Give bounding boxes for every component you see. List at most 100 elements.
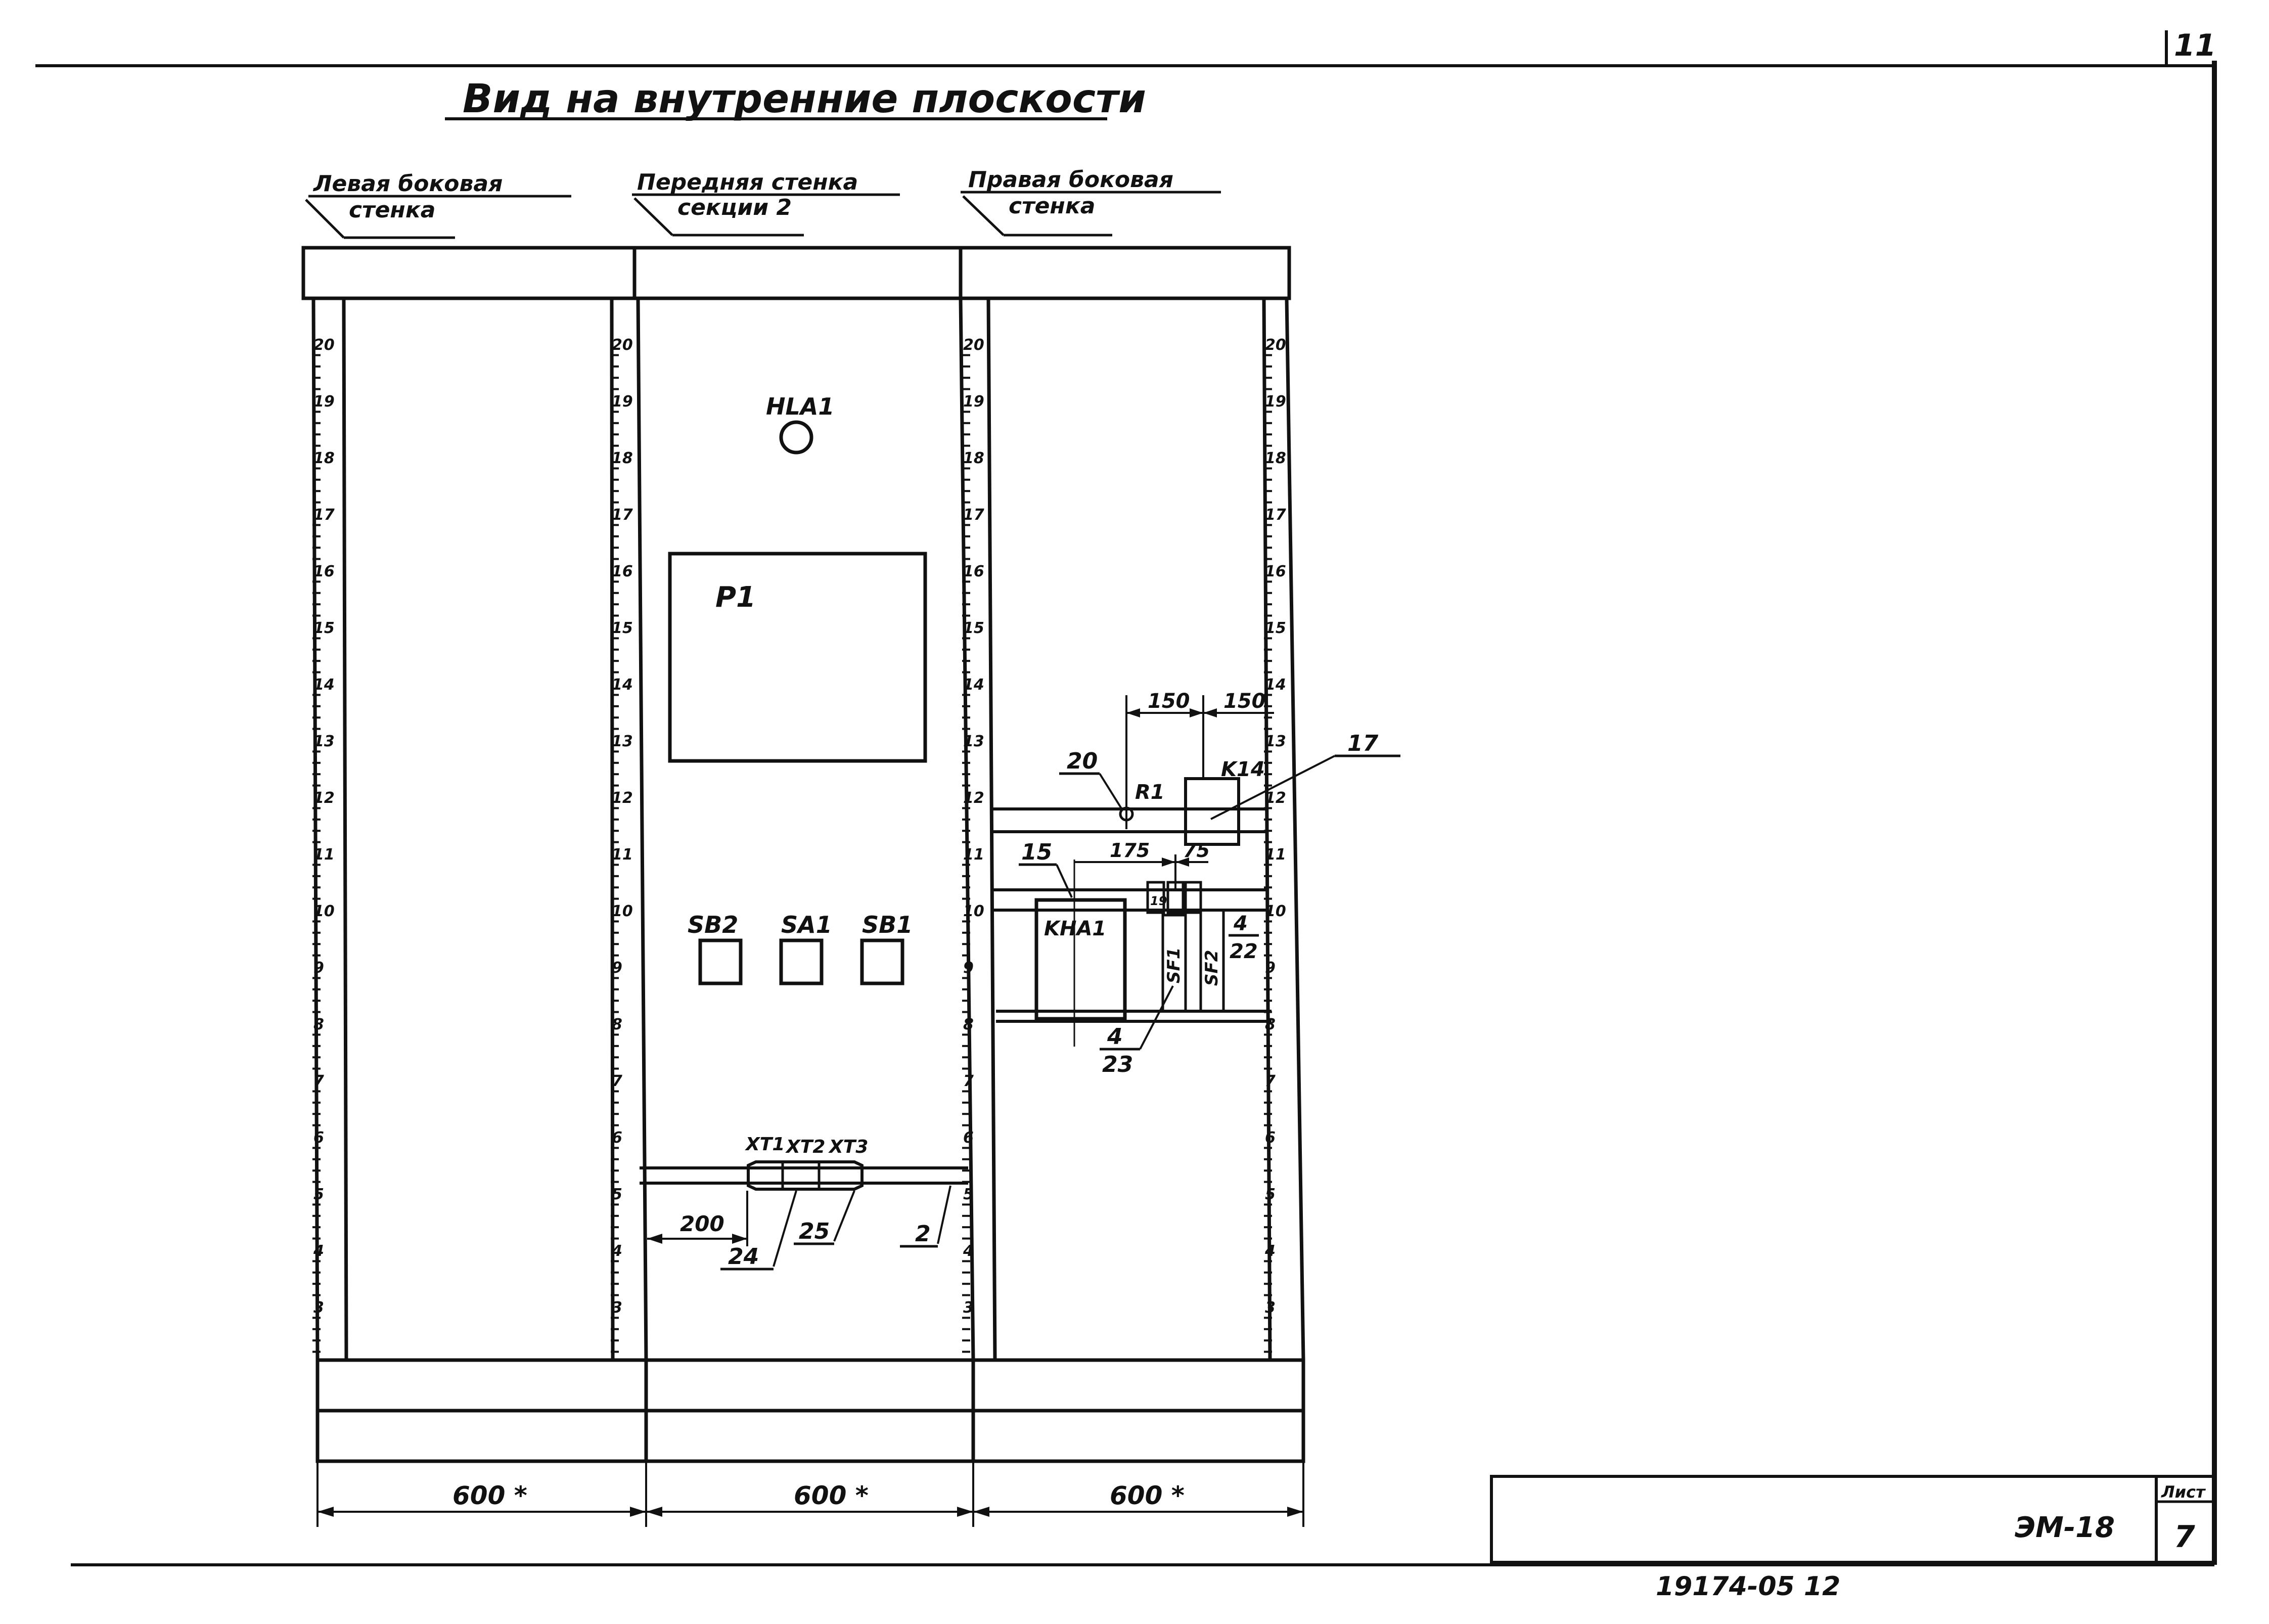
dim-arrow-2	[630, 1507, 646, 1517]
meter-label: P1	[715, 581, 756, 614]
title-block-sheet-label: Лист	[2161, 1482, 2206, 1502]
dim-175-arrow-2	[1175, 858, 1189, 867]
rail-right-outer-mark: 20	[1265, 336, 1286, 354]
rail-right-outer-mark: 13	[1265, 733, 1286, 750]
button-label-sa1: SA1	[781, 911, 832, 938]
rail-left-outer-mark: 18	[313, 449, 335, 467]
breaker-19	[1146, 881, 1165, 914]
rail-left-inner-mark: 17	[612, 506, 633, 524]
title-block-sheet-number: 7	[2174, 1519, 2195, 1555]
contactor-kha1-label: KHA1	[1044, 917, 1106, 940]
rail-right-outer-mark: 16	[1265, 563, 1286, 580]
rail-left-inner-mark: 6	[612, 1129, 622, 1147]
rail-right-inner-mark: 6	[963, 1129, 974, 1147]
rail-right-outer-mark: 11	[1265, 846, 1286, 864]
rail-left-inner-mark: 13	[612, 733, 633, 750]
button-label-sb1: SB1	[862, 911, 913, 938]
button-sb1	[860, 938, 904, 985]
rail-left-inner-mark: 10	[612, 903, 633, 920]
title-block-designation: ЭМ-18	[2015, 1511, 2115, 1544]
contactor-kha1	[1034, 898, 1127, 1021]
callout-15-leader	[1056, 864, 1073, 898]
dim-arrow-6	[1287, 1507, 1303, 1517]
callout-15: 15	[1021, 839, 1052, 865]
fuse-sf1	[1161, 914, 1187, 1013]
rail-left-inner-mark: 9	[612, 959, 622, 977]
rail-right-inner-mark: 4	[963, 1242, 974, 1260]
rail-right-inner-mark: 13	[963, 733, 984, 750]
callout-24-leader	[773, 1190, 797, 1267]
dim-200-arrow-left	[647, 1234, 662, 1244]
wall-line-5	[959, 298, 975, 1361]
rail-left-outer-mark: 15	[313, 619, 335, 637]
rail-left-outer-mark: 20	[313, 336, 335, 354]
rail-left-inner-mark: 14	[612, 676, 633, 694]
dim-arrow-1	[317, 1507, 334, 1517]
rail-right-inner-mark: 12	[963, 789, 984, 807]
rail-left-outer-mark: 4	[313, 1242, 324, 1260]
rail-right-outer-mark: 17	[1265, 506, 1286, 524]
rail-left-inner-mark: 3	[612, 1299, 622, 1317]
rail-left-inner-mark: 8	[612, 1016, 622, 1033]
callout-24: 24	[728, 1244, 759, 1270]
rail-right-outer-mark: 14	[1265, 676, 1286, 694]
label-right-side-wall: Правая боковая стенка	[961, 167, 1221, 237]
resistor-r1-label: R1	[1135, 781, 1165, 804]
meter-p1	[668, 552, 927, 763]
rail-right-inner-mark: 10	[963, 903, 984, 920]
rail-right-inner-mark: 15	[963, 619, 984, 637]
callout-2: 2	[915, 1221, 931, 1247]
cabinet	[301, 246, 1305, 1463]
dim-175-arrow-1	[1162, 858, 1175, 867]
dim-600-front: 600 *	[794, 1481, 869, 1510]
label-left-side-wall: Левая боковая стенка	[305, 171, 571, 239]
rail-left-inner-mark: 12	[612, 789, 633, 807]
rail-left-inner-mark: 18	[612, 449, 633, 467]
terminal-label-xt1: XT1	[745, 1134, 785, 1155]
rail-right-inner-mark: 14	[963, 676, 984, 694]
terminal-block	[747, 1160, 864, 1191]
rail-right-inner-mark: 5	[963, 1186, 974, 1203]
rail-right-inner-mark: 9	[963, 959, 974, 977]
label-front-line1: Передняя стенка	[637, 169, 858, 195]
callout-4-right: 4	[1233, 912, 1248, 935]
rail-right-inner-mark: 20	[963, 336, 984, 354]
rail-left-inner-mark: 20	[612, 336, 633, 354]
rail-left-outer-mark: 14	[313, 676, 335, 694]
callout-20: 20	[1067, 748, 1098, 774]
callout-25-leader	[833, 1190, 855, 1242]
rail-right-outer-mark: 8	[1265, 1016, 1276, 1033]
rail-right-outer-mark: 9	[1265, 959, 1276, 977]
terminal-label-xt2: XT2	[785, 1137, 825, 1157]
dim-600-left: 600 *	[452, 1481, 527, 1510]
rail-left-outer-mark: 5	[313, 1186, 324, 1203]
right-panel: 150 150 K14 17 R1 20 175 75 KHA1 15 19	[992, 690, 1400, 1077]
relay-k14	[1184, 777, 1240, 846]
rail-left-inner-mark: 5	[612, 1186, 622, 1203]
rail-left-outer-mark: 6	[313, 1129, 324, 1147]
wall-line-8	[1285, 298, 1305, 1361]
dim-600-right: 600 *	[1110, 1481, 1185, 1510]
resistor-r1	[1119, 806, 1134, 822]
dim-150-a: 150	[1148, 690, 1190, 713]
callout-17: 17	[1347, 731, 1379, 756]
dim-150-b: 150	[1223, 690, 1266, 713]
callout-2-leader	[937, 1185, 951, 1244]
bottom-dimensions: 600 * 600 * 600 *	[316, 1461, 1304, 1527]
dim-200-text: 200	[680, 1211, 724, 1236]
callout-23: 23	[1102, 1052, 1133, 1077]
callout-4-bottom: 4	[1107, 1024, 1123, 1050]
relay-k14-label: K14	[1221, 758, 1265, 781]
label-right-leader	[962, 195, 1005, 236]
rail-right-inner-mark: 3	[963, 1299, 974, 1317]
rail-right-outer-mark: 5	[1265, 1186, 1276, 1203]
wall-line-6	[986, 298, 997, 1361]
button-label-sb2: SB2	[688, 911, 738, 938]
title-block-frame	[1490, 1475, 2216, 1564]
rail-left-outer-mark: 19	[313, 393, 335, 411]
drawing-title: Вид на внутренние плоскости	[463, 76, 1146, 122]
rail-right-outer-mark: 18	[1265, 449, 1286, 467]
rail-left-inner-mark: 15	[612, 619, 633, 637]
rail-left-inner-mark: 16	[612, 563, 633, 580]
